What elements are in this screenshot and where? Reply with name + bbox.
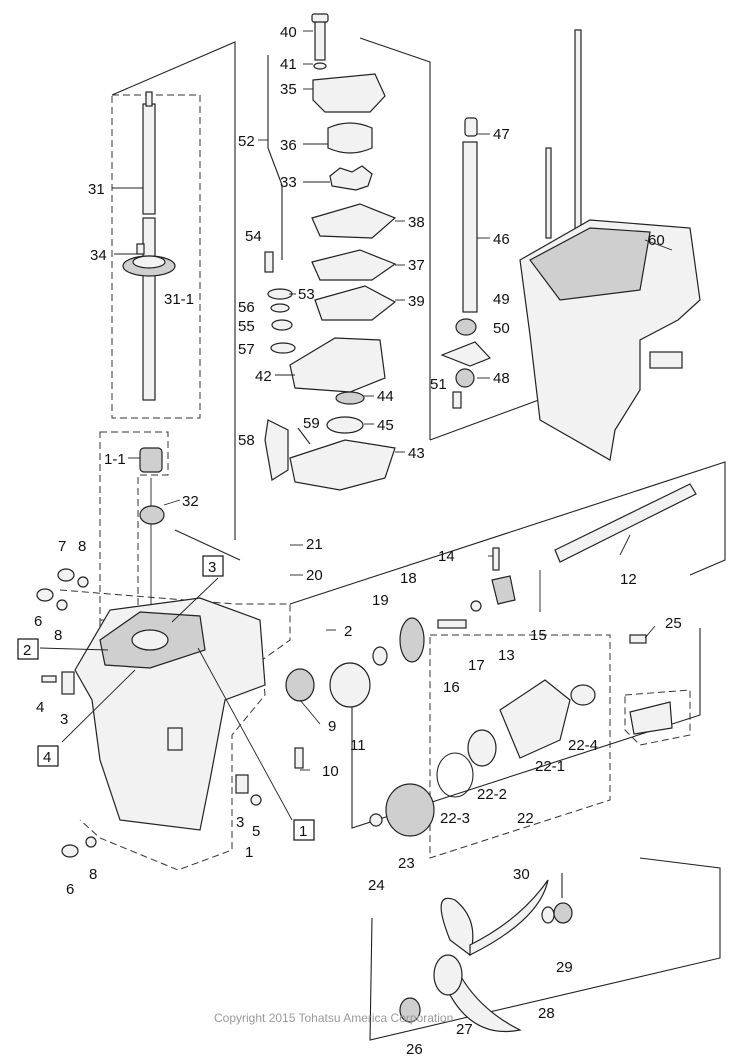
label-8b: 8	[54, 627, 62, 644]
callout-1: 1	[299, 823, 307, 840]
label-14: 14	[438, 548, 455, 565]
label-55: 55	[238, 318, 255, 335]
label-38: 38	[408, 214, 425, 231]
lower-unit-housing	[74, 597, 266, 831]
boxed-callouts: 3 2 4 1	[17, 555, 315, 841]
label-22-2: 22-2	[477, 786, 507, 803]
callout-3: 3	[208, 559, 216, 576]
label-42: 42	[255, 368, 272, 385]
label-29: 29	[556, 959, 573, 976]
label-16: 16	[443, 679, 460, 696]
label-27: 27	[456, 1021, 473, 1038]
label-37: 37	[408, 257, 425, 274]
small-parts-53-57	[264, 251, 296, 354]
label-49: 49	[493, 291, 510, 308]
label-8c: 8	[89, 866, 97, 883]
label-26: 26	[406, 1041, 423, 1058]
label-22-3: 22-3	[440, 810, 470, 827]
label-43: 43	[408, 445, 425, 462]
label-23: 23	[398, 855, 415, 872]
propeller	[399, 873, 573, 1033]
label-7: 7	[58, 538, 66, 555]
label-48: 48	[493, 370, 510, 387]
dashed-group-outlines	[59, 94, 691, 871]
label-3b: 3	[236, 814, 244, 831]
gear-case-upper	[519, 29, 701, 461]
callout-2: 2	[23, 642, 31, 659]
left-fasteners	[36, 568, 262, 858]
label-59: 59	[303, 415, 320, 432]
label-leaders	[112, 30, 673, 771]
label-58: 58	[238, 432, 255, 449]
label-8a: 8	[78, 538, 86, 555]
label-6b: 6	[66, 881, 74, 898]
callout-arrows	[39, 577, 293, 821]
label-1: 1	[245, 844, 253, 861]
label-28: 28	[538, 1005, 555, 1022]
label-2: 2	[344, 623, 352, 640]
part-number-labels: 40 41 35 52 36 33 38 54 37 53 56 39 55 5…	[34, 24, 682, 1058]
label-4: 4	[36, 699, 44, 716]
label-52: 52	[238, 133, 255, 150]
label-40: 40	[280, 24, 297, 41]
label-11: 11	[350, 737, 366, 754]
label-6a: 6	[34, 613, 42, 630]
label-31-1: 31-1	[164, 291, 194, 308]
label-53: 53	[298, 286, 315, 303]
label-32: 32	[182, 493, 199, 510]
label-46: 46	[493, 231, 510, 248]
label-15: 15	[530, 627, 547, 644]
label-18: 18	[400, 570, 417, 587]
label-1-1: 1-1	[104, 451, 126, 468]
label-10: 10	[322, 763, 339, 780]
label-9: 9	[328, 718, 336, 735]
label-54: 54	[245, 228, 262, 245]
label-33: 33	[280, 174, 297, 191]
label-56: 56	[238, 299, 255, 316]
label-21: 21	[306, 536, 323, 553]
label-22-4: 22-4	[568, 737, 598, 754]
callout-4: 4	[43, 749, 51, 766]
label-3a: 3	[60, 711, 68, 728]
label-22-1: 22-1	[535, 758, 565, 775]
label-13: 13	[498, 647, 515, 664]
label-41: 41	[280, 56, 297, 73]
label-17: 17	[468, 657, 485, 674]
label-25: 25	[665, 615, 682, 632]
label-39: 39	[408, 293, 425, 310]
label-44: 44	[377, 388, 394, 405]
drive-shaft	[122, 91, 176, 690]
label-31: 31	[88, 181, 105, 198]
label-19: 19	[372, 592, 389, 609]
propeller-shaft-gears	[285, 483, 697, 837]
label-60: 60	[648, 232, 665, 249]
shift-rod-assembly	[440, 117, 492, 409]
label-34: 34	[90, 247, 107, 264]
label-12: 12	[620, 571, 637, 588]
copyright-notice: Copyright 2015 Tohatsu America Corporati…	[214, 1011, 453, 1025]
label-22: 22	[517, 810, 534, 827]
label-35: 35	[280, 81, 297, 98]
label-5: 5	[252, 823, 260, 840]
label-47: 47	[493, 126, 510, 143]
label-45: 45	[377, 417, 394, 434]
label-57: 57	[238, 341, 255, 358]
water-pump-assembly	[264, 13, 397, 491]
label-51: 51	[430, 376, 447, 393]
label-20: 20	[306, 567, 323, 584]
label-36: 36	[280, 137, 297, 154]
label-50: 50	[493, 320, 510, 337]
label-30: 30	[513, 866, 530, 883]
label-24: 24	[368, 877, 385, 894]
bracket-lines	[111, 37, 726, 1041]
